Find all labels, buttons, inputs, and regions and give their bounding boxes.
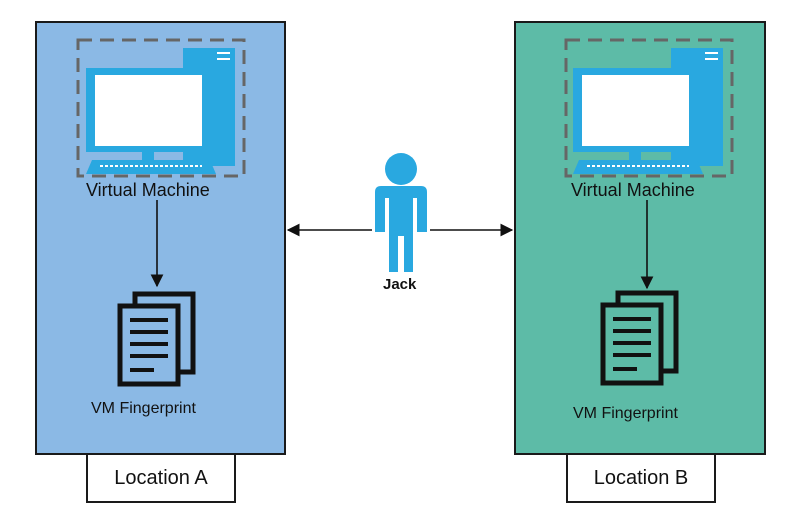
jack-person-icon	[375, 153, 427, 272]
fingerprint-label-b: VM Fingerprint	[573, 405, 678, 422]
fingerprint-b-document-stack-icon	[600, 290, 679, 386]
location-b-label: Location B	[593, 466, 689, 489]
location-a-label: Location A	[114, 466, 208, 489]
virtual-machine-b-computer-icon	[564, 38, 734, 178]
vm-label-b: Virtual Machine	[571, 180, 695, 200]
virtual-machine-a-computer-icon	[76, 38, 246, 178]
fingerprint-label-a: VM Fingerprint	[91, 400, 196, 417]
location-a-label-box: Location A	[86, 453, 236, 503]
jack-label: Jack	[383, 276, 417, 293]
fingerprint-a-document-stack-icon	[117, 291, 196, 387]
location-b-label-box: Location B	[566, 453, 716, 503]
vm-label-a: Virtual Machine	[86, 180, 210, 200]
